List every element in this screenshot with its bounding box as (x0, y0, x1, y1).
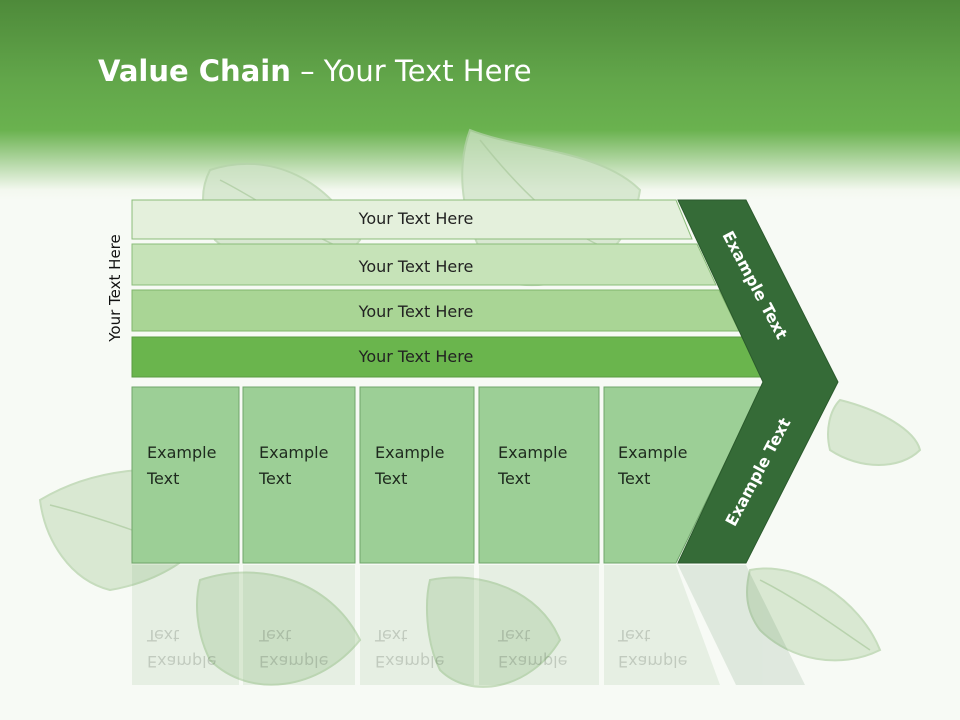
reflection-text-4-line1: Example (498, 652, 568, 671)
margin-chevron (677, 199, 839, 564)
title-bold: Value Chain (98, 54, 291, 88)
activity-cell-3-line2: Text (375, 469, 408, 488)
activity-cell-2-line1: Example (259, 443, 329, 462)
reflection-text-5-line2: Text (618, 626, 651, 645)
activity-cell-4 (478, 386, 600, 564)
side-label: Your Text Here (106, 234, 124, 342)
activity-cell-2-text: Example Text (259, 440, 328, 492)
support-row-3-label: Your Text Here (358, 302, 474, 321)
reflection-text-5: Example Text (618, 622, 687, 674)
support-row-1 (131, 199, 693, 240)
reflection-text-3: Example Text (375, 622, 444, 674)
reflection-text-4-line2: Text (498, 626, 531, 645)
support-row-1-label: Your Text Here (358, 209, 474, 228)
activity-cell-4-line2: Text (498, 469, 531, 488)
activity-cell-5-text: Example Text (618, 440, 687, 492)
title-rest: – Your Text Here (290, 54, 532, 88)
activity-cell-2 (242, 386, 356, 564)
reflection-text-1-line2: Text (147, 626, 180, 645)
activity-cell-3-line1: Example (375, 443, 445, 462)
reflection-text-1: Example Text (147, 622, 216, 674)
activity-cell-2-line2: Text (259, 469, 292, 488)
reflection-text-1-line1: Example (147, 652, 217, 671)
activity-cell-5 (603, 386, 763, 564)
support-row-2 (131, 243, 717, 286)
support-row-2-label: Your Text Here (358, 257, 474, 276)
slide-title: Value Chain – Your Text Here (98, 54, 532, 88)
support-row-4-label: Your Text Here (358, 347, 474, 366)
activity-cell-4-line1: Example (498, 443, 568, 462)
reflection-text-3-line1: Example (375, 652, 445, 671)
reflection-text-3-line2: Text (375, 626, 408, 645)
activity-cell-1-line1: Example (147, 443, 217, 462)
reflection-text-4: Example Text (498, 622, 567, 674)
activity-cell-1-line2: Text (147, 469, 180, 488)
reflection-text-2-line2: Text (259, 626, 292, 645)
reflection-text-2: Example Text (259, 622, 328, 674)
activity-cell-1 (131, 386, 240, 564)
activity-cell-3 (359, 386, 475, 564)
reflection-text-5-line1: Example (618, 652, 688, 671)
activity-cell-5-line1: Example (618, 443, 688, 462)
activity-cell-4-text: Example Text (498, 440, 567, 492)
reflection-text-2-line1: Example (259, 652, 329, 671)
activity-cell-1-text: Example Text (147, 440, 216, 492)
reflection (132, 565, 805, 685)
activity-cell-3-text: Example Text (375, 440, 444, 492)
activity-cell-5-line2: Text (618, 469, 651, 488)
